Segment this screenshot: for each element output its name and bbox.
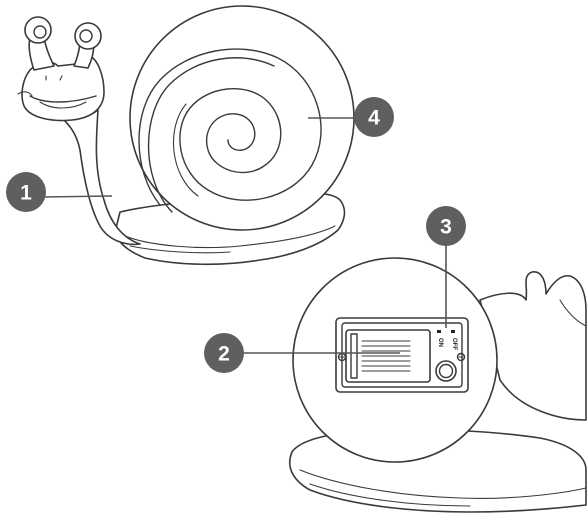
- switch-off-label: OFF: [451, 338, 457, 350]
- callout-1-label: 1: [20, 182, 32, 205]
- callout-2-label: 2: [218, 343, 230, 366]
- snail-eye-left: [25, 17, 51, 43]
- switch-on-label: ON: [437, 338, 443, 347]
- snail-front-view: [18, 6, 354, 264]
- callout-3-label: 3: [440, 216, 452, 239]
- callout-4-label: 4: [368, 107, 380, 130]
- callout-1-leader: [42, 196, 112, 197]
- snail-back-view: ON OFF: [290, 258, 586, 512]
- snail-eye-right: [75, 23, 101, 49]
